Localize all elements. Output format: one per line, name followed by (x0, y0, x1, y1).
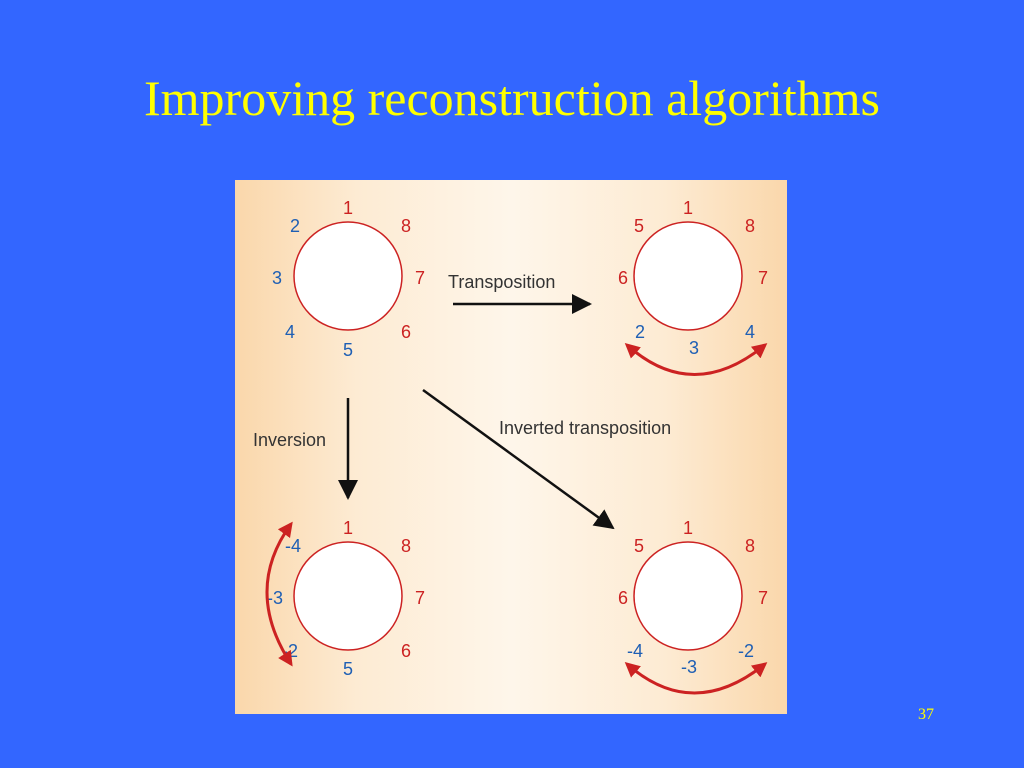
genome-circle-original (293, 221, 403, 331)
inverted-transposed-label-top: 1 (683, 518, 693, 538)
genome-circle-transposed (633, 221, 743, 331)
transposed-segment-bracket (624, 343, 768, 376)
inverted-label-bottom: 5 (343, 659, 353, 679)
original-label-bottom-right: 6 (401, 322, 411, 342)
original-label-top-left: 2 (290, 216, 300, 236)
inverted-transposed-label-left: 6 (618, 588, 628, 608)
inverted-transposition-label: Inverted transposition (499, 418, 671, 438)
inverted-transposed-label-right: 7 (758, 588, 768, 608)
genome-circle-inverted-transposed (633, 541, 743, 651)
original-label-top-right: 8 (401, 216, 411, 236)
transposed-label-bottom: 3 (689, 338, 699, 358)
transposed-label-top-right: 8 (745, 216, 755, 236)
transposition-label: Transposition (448, 272, 555, 292)
inverted-transposed-label-bottom-left: -4 (627, 641, 643, 661)
inverted-label-top-left: -4 (285, 536, 301, 556)
inversion-label: Inversion (253, 430, 326, 450)
inverted-label-right: 7 (415, 588, 425, 608)
inverted-transposed-label-top-left: 5 (634, 536, 644, 556)
transposed-label-right: 7 (758, 268, 768, 288)
original-label-bottom-left: 4 (285, 322, 295, 342)
inverted-label-top-right: 8 (401, 536, 411, 556)
inverted-transposition-arrow (422, 388, 615, 530)
original-label-left: 3 (272, 268, 282, 288)
original-label-top: 1 (343, 198, 353, 218)
genome-circle-inverted (293, 541, 403, 651)
genome-rearrangement-figure: 1 8 7 6 5 4 3 2 1 8 7 4 3 2 6 5 1 8 7 6 … (235, 180, 787, 714)
inverted-label-top: 1 (343, 518, 353, 538)
transposed-label-bottom-left: 2 (635, 322, 645, 342)
inverted-transposed-segment-bracket (624, 662, 768, 695)
inverted-transposed-label-bottom-right: -2 (738, 641, 754, 661)
original-label-right: 7 (415, 268, 425, 288)
slide-title: Improving reconstruction algorithms (144, 70, 880, 126)
transposed-label-left: 6 (618, 268, 628, 288)
original-label-bottom: 5 (343, 340, 353, 360)
page-number: 37 (918, 706, 934, 723)
transposed-label-top: 1 (683, 198, 693, 218)
transposed-label-top-left: 5 (634, 216, 644, 236)
inverted-segment-bracket (265, 521, 293, 667)
inverted-label-left: -3 (267, 588, 283, 608)
inverted-transposed-label-bottom: -3 (681, 657, 697, 677)
inverted-label-bottom-right: 6 (401, 641, 411, 661)
rearrangement-diagram: 1 8 7 6 5 4 3 2 1 8 7 4 3 2 6 5 1 8 7 6 … (253, 198, 768, 695)
inverted-transposed-label-top-right: 8 (745, 536, 755, 556)
transposed-label-bottom-right: 4 (745, 322, 755, 342)
